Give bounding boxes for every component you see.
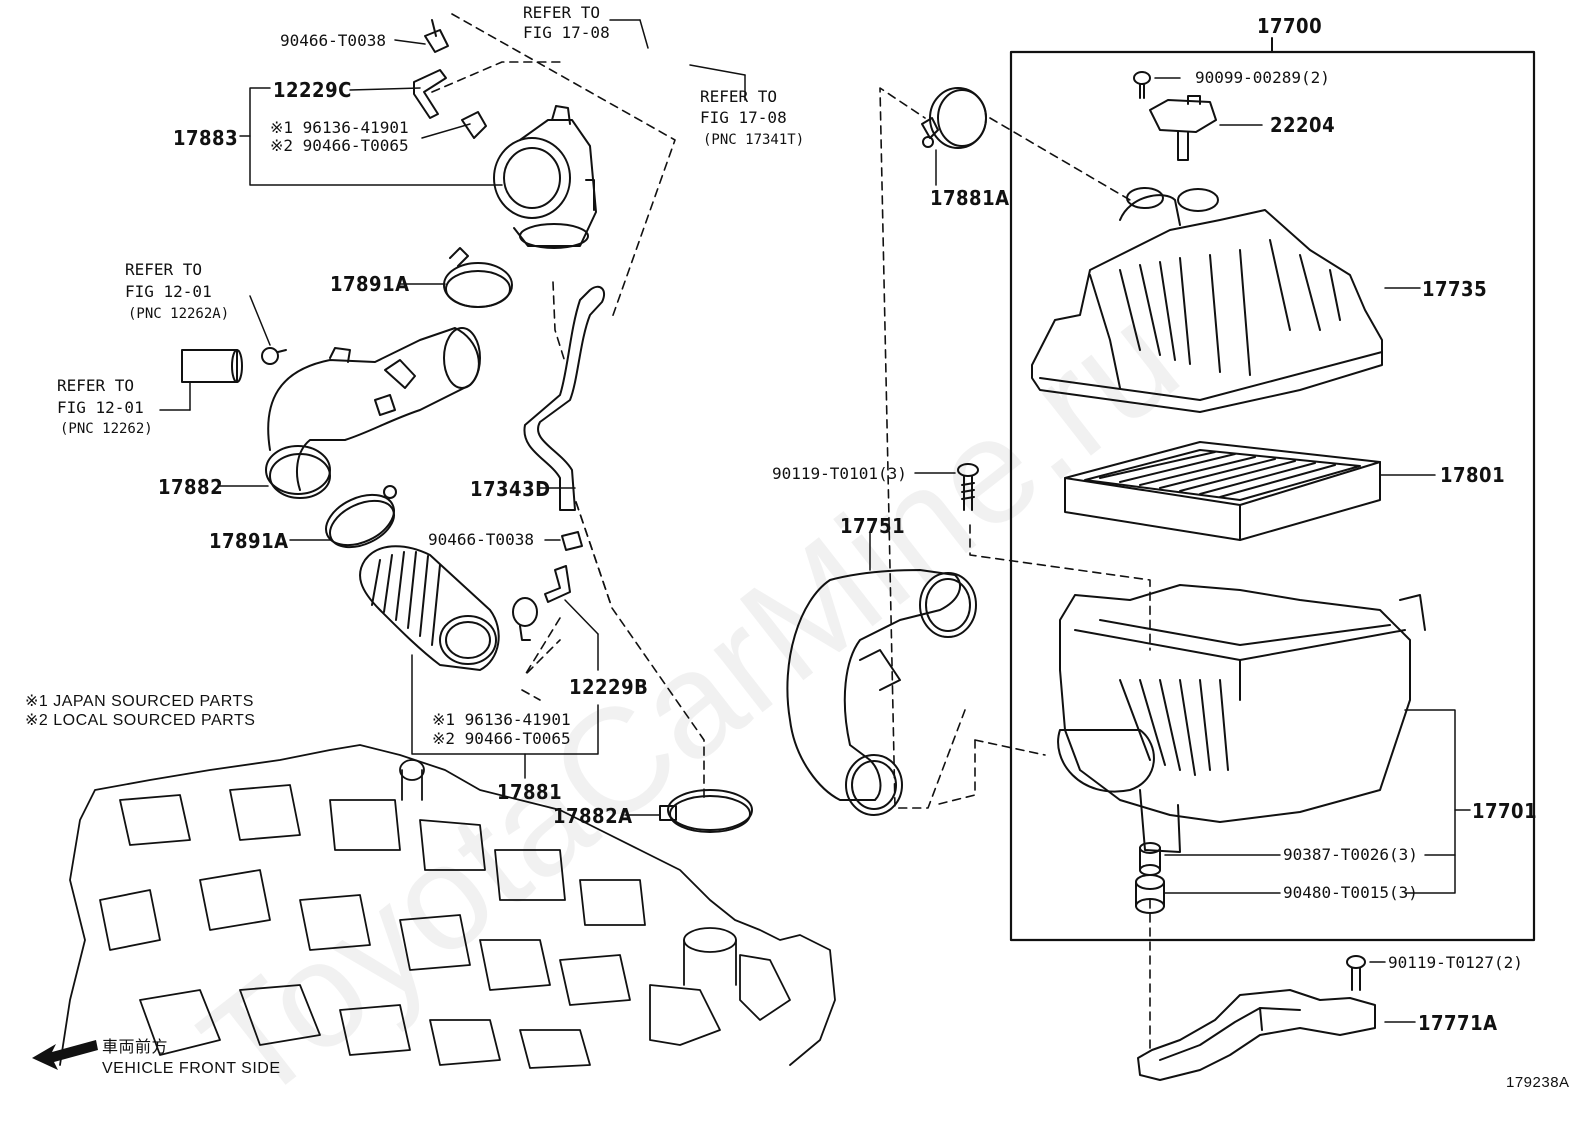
grommet-90387 — [1139, 842, 1161, 876]
part-17891a-top-label: 17891A — [330, 272, 410, 296]
leader-lines — [159, 19, 1471, 1023]
part-17881a-label: 17881A — [930, 186, 1010, 210]
part-17883-label: 17883 — [173, 126, 239, 150]
clip-961-top — [461, 111, 487, 139]
clamp-17891a-bottom — [325, 485, 397, 549]
note-japan-sourced: ※1 JAPAN SOURCED PARTS — [25, 693, 254, 710]
ref-fig1201a-line2: FIG 12-01 — [125, 282, 212, 301]
part-17701-label: 17701 — [1472, 799, 1538, 823]
clamp-17881a — [921, 87, 987, 149]
part-90480-label: 90480-T0015(3) — [1283, 883, 1418, 902]
clamp-17882a — [659, 789, 753, 833]
clip-17881 — [512, 597, 538, 641]
part-90119-t0101-label: 90119-T0101(3) — [772, 464, 907, 483]
ref-fig1201-line1: REFER TO — [57, 376, 135, 395]
pipe-12229c — [413, 69, 447, 119]
part-17882-label: 17882 — [158, 475, 224, 499]
part-90387-label: 90387-T0026(3) — [1283, 845, 1418, 864]
clamp-17891a-top — [443, 247, 513, 308]
bolt-90099 — [1133, 71, 1151, 99]
part-90466-t0065-top-label: ※2 90466-T0065 — [270, 136, 409, 155]
clip-90466-mid — [561, 531, 583, 551]
part-17751-label: 17751 — [840, 514, 906, 538]
parts-diagram: ToyotaCarMine.ru — [25, 3, 1570, 1134]
direction-label-en: VEHICLE FRONT SIDE — [102, 1060, 281, 1077]
part-17700-label: 17700 — [1257, 14, 1323, 38]
front-direction-arrow-icon — [32, 1040, 98, 1070]
part-17343d-label: 17343D — [470, 477, 551, 501]
part-17801-label: 17801 — [1440, 463, 1506, 487]
corrugated-hose — [359, 545, 500, 671]
ref-fig1201-line2: FIG 12-01 — [57, 398, 144, 417]
part-17891a-bottom-label: 17891A — [209, 529, 289, 553]
engine-block — [59, 744, 836, 1069]
air-cleaner-case-17701 — [1057, 584, 1426, 853]
ref-fig1708-line2: FIG 17-08 — [700, 108, 787, 127]
part-90119-t0127-label: 90119-T0127(2) — [1388, 953, 1523, 972]
ref-fig1708-top-line1: REFER TO — [523, 3, 601, 22]
dashed-guide-lines — [431, 13, 1151, 1051]
clip-ref-12262a — [261, 347, 287, 365]
ref-fig1201a-line3: (PNC 12262A) — [128, 306, 230, 322]
bolt-90119-bottom — [1346, 955, 1366, 991]
ref-fig1201-line3: (PNC 12262) — [60, 421, 153, 437]
part-22204-label: 22204 — [1270, 113, 1336, 137]
note-local-sourced: ※2 LOCAL SOURCED PARTS — [25, 712, 256, 729]
air-filter-element-17801 — [1064, 441, 1381, 541]
direction-label-jp: 車両前方 — [102, 1039, 169, 1056]
part-90466-top-label: 90466-T0038 — [280, 31, 386, 50]
part-17882a-label: 17882A — [553, 804, 633, 828]
cushion-90480 — [1135, 874, 1165, 914]
throttle-body-17883 — [493, 105, 597, 249]
part-90466-t0065-bottom-label: ※2 90466-T0065 — [432, 729, 571, 748]
pipe-ref-12262 — [181, 349, 243, 383]
ref-fig1201a-line1: REFER TO — [125, 260, 203, 279]
part-17771a-label: 17771A — [1418, 1011, 1498, 1035]
diagram-id: 179238A — [1506, 1074, 1570, 1091]
air-cleaner-cap-17735 — [1031, 187, 1383, 413]
ref-fig1708-line3: (PNC 17341T) — [703, 132, 805, 148]
part-12229c-label: 12229C — [273, 78, 352, 102]
intake-hose-17882 — [265, 327, 481, 499]
diagram-artwork — [32, 13, 1536, 1081]
ref-fig1708-line1: REFER TO — [700, 87, 778, 106]
bracket-17771a — [1137, 989, 1376, 1081]
part-17735-label: 17735 — [1422, 277, 1488, 301]
sensor-22204 — [1149, 95, 1217, 161]
part-12229b-label: 12229B — [569, 675, 649, 699]
intake-duct-17751 — [786, 569, 977, 816]
hose-17343d — [523, 285, 606, 511]
part-90466-mid-label: 90466-T0038 — [428, 530, 534, 549]
part-90099-label: 90099-00289(2) — [1195, 68, 1330, 87]
clip-90466-top — [424, 19, 449, 53]
part-17881-label: 17881 — [497, 780, 563, 804]
bolt-90119-top — [957, 463, 979, 511]
pipe-12229b — [544, 565, 571, 603]
part-96136-bottom-label: ※1 96136-41901 — [432, 710, 571, 729]
ref-fig1708-top-line2: FIG 17-08 — [523, 23, 610, 42]
part-96136-top-label: ※1 96136-41901 — [270, 118, 409, 137]
